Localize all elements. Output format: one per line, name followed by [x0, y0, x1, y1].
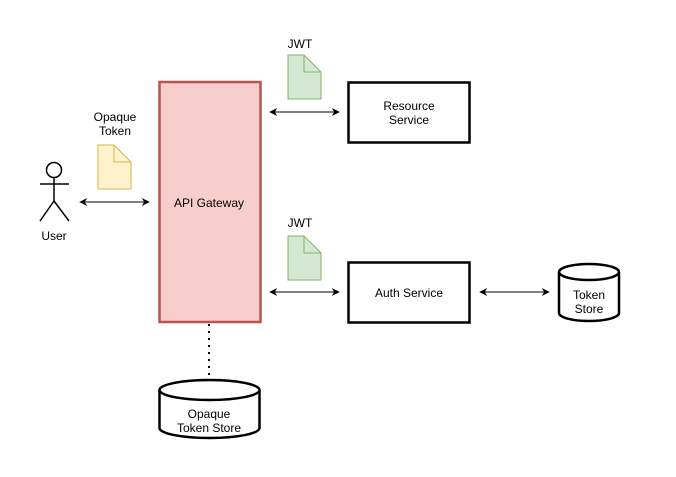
jwt-resource-document-icon: [287, 54, 322, 100]
opaque-token-store-database-icon: [158, 378, 261, 440]
opaque-token-store-label-line1: Opaque: [188, 407, 231, 421]
token-store-label-line1: Token: [573, 288, 605, 302]
auth-service-label: Auth Service: [375, 286, 443, 300]
opaque-token: Opaque Token: [94, 110, 137, 190]
user-actor[interactable]: User: [39, 161, 70, 244]
jwt-auth-label: JWT: [288, 216, 313, 230]
opaque-token-store[interactable]: Opaque Token Store: [158, 378, 261, 440]
resource-service-label-line2: Service: [389, 113, 429, 127]
jwt-resource-token: JWT: [287, 37, 322, 100]
user-label: User: [41, 229, 66, 243]
opaque-token-store-label-line2: Token Store: [177, 421, 241, 435]
opaque-token-document-icon: [97, 144, 132, 190]
api-gateway-label: API Gateway: [174, 196, 244, 210]
token-store-database-icon: [557, 262, 621, 323]
jwt-auth-token: JWT: [287, 216, 322, 281]
user-icon: [39, 161, 70, 222]
jwt-auth-document-icon: [287, 235, 322, 281]
jwt-resource-label: JWT: [288, 37, 313, 51]
token-store-label-line2: Store: [575, 302, 604, 316]
resource-service-label-line1: Resource: [383, 99, 435, 113]
opaque-token-label-line2: Token: [99, 124, 131, 138]
resource-service[interactable]: Resource Service: [347, 81, 471, 144]
api-gateway[interactable]: API Gateway: [158, 80, 262, 324]
token-store[interactable]: Token Store: [557, 262, 621, 323]
auth-service[interactable]: Auth Service: [347, 261, 471, 324]
opaque-token-label-line1: Opaque: [94, 110, 137, 124]
